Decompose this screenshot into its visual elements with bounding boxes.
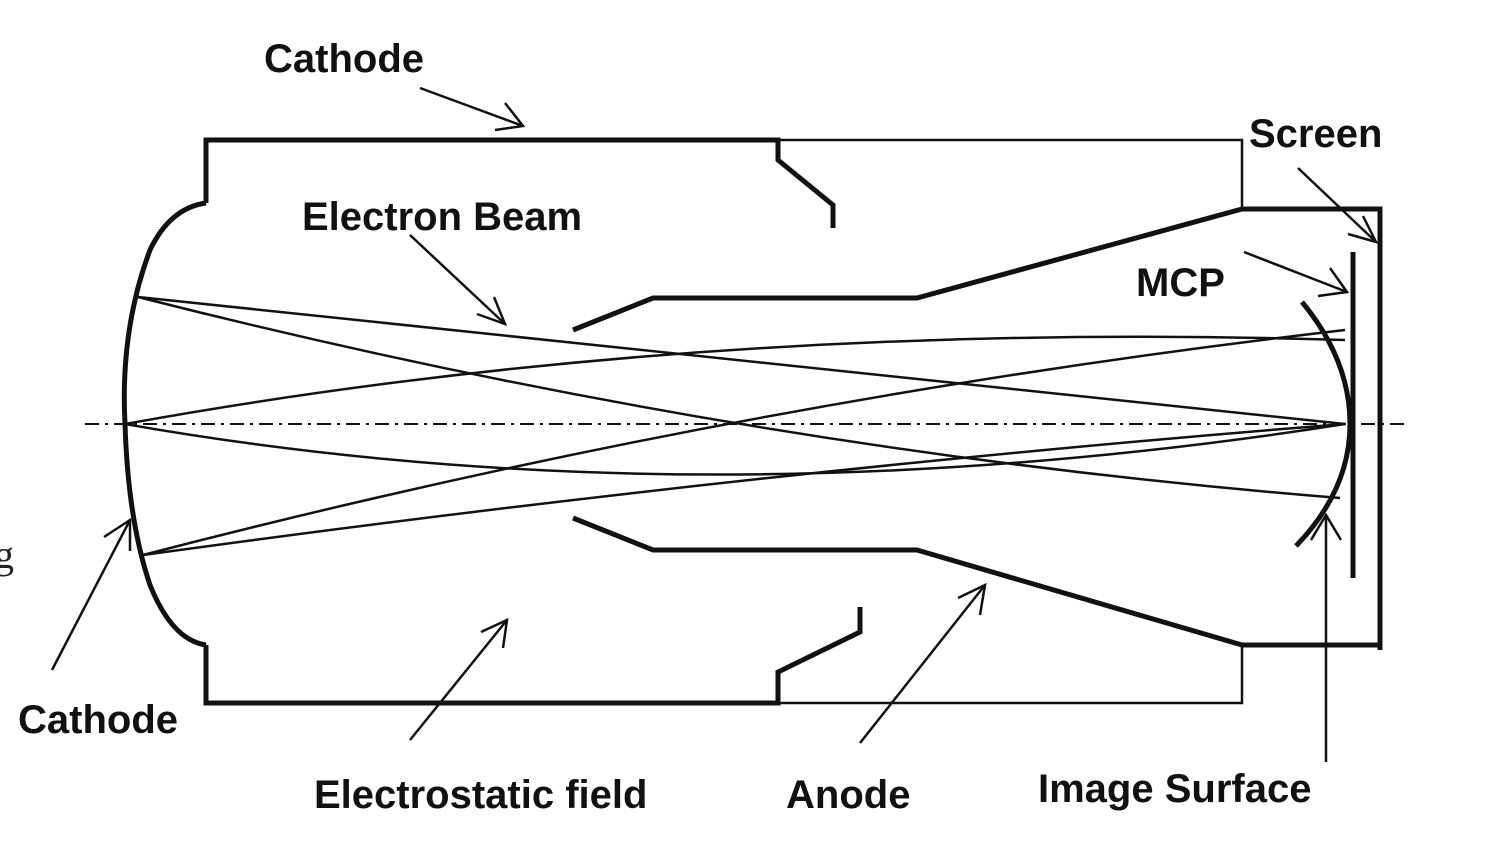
trajectory [142,422,1346,557]
arrow-screen [1297,167,1379,244]
arrow-electrostatic-field [409,617,509,741]
label-image-surface: Image Surface [1038,767,1311,811]
housing-bottom-thick [203,607,863,706]
leader-arrows [50,86,1379,762]
arrow-cathode-top [419,86,526,132]
housing-top-thick [203,137,836,228]
label-mcp: MCP [1136,261,1225,305]
arrow-electron-beam [409,234,508,327]
arrow-mcp [1243,250,1350,298]
trajectory [124,335,1346,426]
label-cathode-bottom: Cathode [18,698,178,742]
edge-mark: g [0,532,14,577]
label-cathode-top: Cathode [264,37,424,81]
label-electron-beam: Electron Beam [302,195,582,239]
anode-lower [572,515,1383,648]
housing-top-thin [778,138,1244,210]
image-surface-curve [1294,300,1353,548]
tube-housing [121,137,1244,706]
trajectory [142,328,1346,557]
arrow-image-surface [1309,512,1343,762]
anode-electrode [572,206,1383,650]
label-electrostatic-field: Electrostatic field [314,773,647,817]
arrow-cathode-bottom [50,517,132,671]
label-anode: Anode [786,773,910,817]
trajectory [137,295,1346,426]
label-screen: Screen [1249,112,1382,156]
housing-bottom-thin [778,645,1244,705]
trajectory [137,295,1341,500]
anode-upper [572,206,1383,333]
trajectory [124,422,1346,476]
electron-trajectories [124,295,1346,557]
arrow-anode [859,582,987,744]
